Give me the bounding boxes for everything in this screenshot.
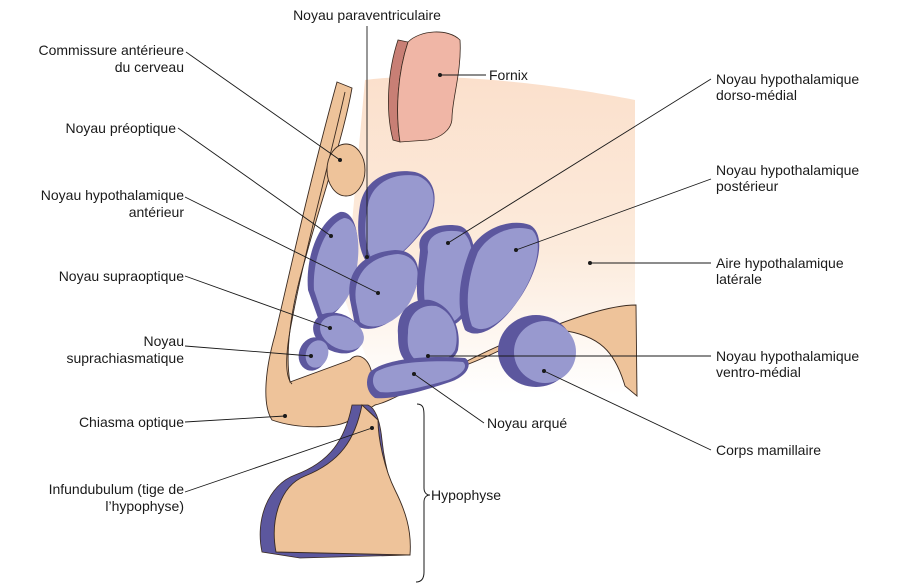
pituitary	[260, 405, 410, 558]
hypophysis-bracket	[416, 404, 430, 582]
leader-chiasm	[185, 416, 285, 422]
label-suprachiasmatic-line1: Noyau	[144, 333, 184, 349]
label-anterior-line2: antérieur	[129, 204, 185, 220]
fornix	[388, 32, 460, 142]
label-infundibulum-line1: Infundubulum (tige de	[49, 481, 185, 497]
label-dorsomedial-line2: dorso-médial	[716, 87, 797, 103]
label-mammillary: Corps mamillaire	[716, 442, 821, 458]
label-infundibulum-line2: l’hypophyse)	[105, 498, 184, 514]
label-commissure-line2: du cerveau	[115, 59, 184, 75]
mammillary-body-face	[514, 321, 576, 383]
label-hypophysis: Hypophyse	[431, 487, 501, 503]
label-arcuate: Noyau arqué	[487, 415, 567, 431]
label-ventromedial-line2: ventro-médial	[716, 364, 801, 380]
label-posterior-line2: postérieur	[716, 178, 779, 194]
leader-suprachiasmatic	[185, 346, 311, 356]
label-paraventricular: Noyau paraventriculaire	[293, 7, 441, 23]
label-lateral-line1: Aire hypothalamique	[716, 255, 844, 271]
leader-preoptic	[178, 128, 331, 236]
label-suprachiasmatic-line2: suprachiasmatique	[66, 350, 184, 366]
label-supraoptic: Noyau supraoptique	[59, 268, 185, 284]
label-chiasm: Chiasma optique	[79, 414, 184, 430]
label-ventromedial-line1: Noyau hypothalamique	[716, 348, 859, 364]
label-dorsomedial-line1: Noyau hypothalamique	[716, 71, 859, 87]
anterior-commissure	[327, 144, 365, 196]
label-commissure-line1: Commissure antérieure	[39, 42, 185, 58]
label-fornix: Fornix	[489, 67, 528, 83]
label-posterior-line1: Noyau hypothalamique	[716, 162, 859, 178]
label-lateral-line2: latérale	[716, 271, 762, 287]
leader-commissure	[186, 52, 340, 160]
label-preoptic: Noyau préoptique	[65, 120, 176, 136]
label-anterior-line1: Noyau hypothalamique	[41, 187, 184, 203]
